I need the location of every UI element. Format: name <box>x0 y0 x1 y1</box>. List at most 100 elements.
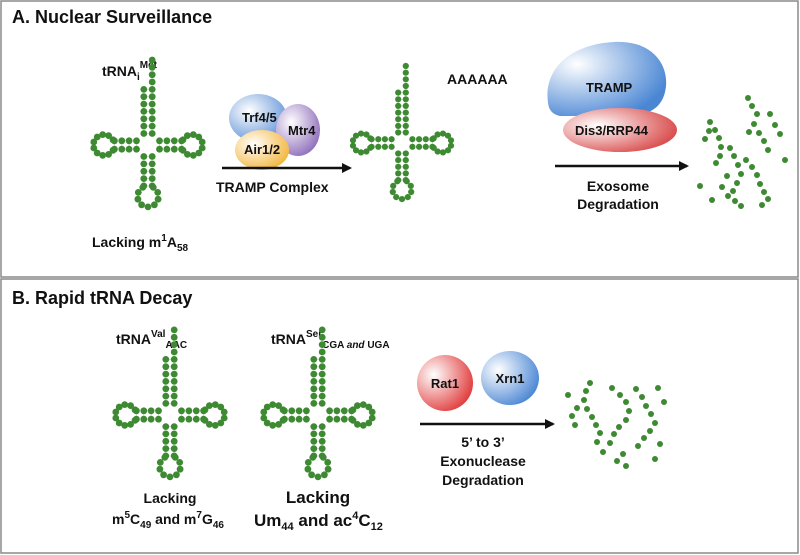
nucleotide-dot <box>402 170 409 177</box>
nucleotide-dot <box>402 157 409 164</box>
nucleotide-dot <box>162 392 170 400</box>
fragment-dot <box>661 399 667 405</box>
nucleotide-dot <box>155 415 162 423</box>
nucleotide-dot <box>395 157 402 164</box>
fragment-dot <box>657 441 663 447</box>
nucleotide-dot <box>349 406 357 414</box>
fragment-dot <box>583 388 589 394</box>
nucleotide-dot <box>365 403 373 411</box>
trna-ser-lacking-line1: Lacking <box>286 488 350 507</box>
nucleotide-dot <box>99 131 107 139</box>
nucleotide-dot <box>148 56 156 64</box>
fragment-dot <box>765 147 771 153</box>
fragment-dot <box>635 443 641 449</box>
nucleotide-dot <box>367 135 374 142</box>
nucleotide-dot <box>365 419 373 427</box>
exosome-complex-group: TRAMP Dis3/RRP44 <box>547 41 677 152</box>
nucleotide-dot <box>148 78 156 86</box>
nucleotide-dot <box>310 385 318 393</box>
nucleotide-dot <box>402 96 409 103</box>
fragment-dot <box>626 408 632 414</box>
nucleotide-dot <box>357 130 365 137</box>
nucleotide-dot <box>140 407 148 415</box>
nucleotide-dot <box>375 143 382 150</box>
fragment-dot <box>597 430 603 436</box>
nucleotide-dot <box>309 454 317 461</box>
nucleotide-dot <box>310 400 318 407</box>
nucleotide-dot <box>148 100 156 108</box>
nucleotide-dot <box>416 136 423 143</box>
nucleotide-dot <box>179 146 187 154</box>
nucleotide-dot <box>402 150 409 157</box>
nucleotide-dot <box>319 454 327 461</box>
nucleotide-dot <box>162 356 170 363</box>
nucleotide-dot <box>121 422 129 429</box>
nucleotide-dot <box>171 454 179 461</box>
nucleotide-dot <box>162 378 170 385</box>
nucleotide-dot <box>127 421 134 428</box>
fragment-dot <box>713 160 719 166</box>
rat1-label: Rat1 <box>431 376 459 391</box>
nucleotide-dot <box>162 437 170 445</box>
fragment-dot <box>745 95 751 101</box>
nucleotide-dot <box>140 122 148 130</box>
trna-ser-lacking-line2: Um44 and ac4C12 <box>254 510 383 533</box>
nucleotide-dot <box>90 138 98 146</box>
trf4-5-protein <box>229 94 287 142</box>
fragment-dot <box>782 157 788 163</box>
nucleotide-dot <box>133 137 140 145</box>
nucleotide-dot <box>310 378 318 385</box>
nucleotide-dot <box>139 184 147 191</box>
nucleotide-dot <box>148 175 156 183</box>
nucleotide-dot <box>402 89 409 96</box>
nucleotide-dot <box>140 100 148 108</box>
fragment-dot <box>746 129 752 135</box>
nucleotide-dot <box>447 137 455 144</box>
tramp-label: TRAMP <box>586 80 633 95</box>
nucleotide-dot <box>349 416 357 424</box>
panel-a-trna-label: tRNAiMet <box>102 60 158 83</box>
trna-polyadenylated <box>349 62 455 203</box>
nucleotide-dot <box>170 356 178 363</box>
nucleotide-dot <box>149 184 157 191</box>
fragment-dot <box>616 424 622 430</box>
fragment-dot <box>647 428 653 434</box>
nucleotide-dot <box>381 136 388 143</box>
nucleotide-dot <box>148 167 156 175</box>
nucleotide-dot <box>402 122 409 129</box>
nucleotide-dot <box>368 408 376 416</box>
fragment-dot <box>756 130 762 136</box>
nucleotide-dot <box>395 150 402 157</box>
nucleotide-dot <box>140 167 148 175</box>
fragment-dot <box>623 399 629 405</box>
nucleotide-dot <box>162 363 170 371</box>
nucleotide-dot <box>166 473 174 481</box>
nucleotide-dot <box>295 407 303 415</box>
mtr4-label: Mtr4 <box>288 123 316 138</box>
fragment-dot <box>572 422 578 428</box>
nucleotide-dot <box>375 136 382 143</box>
trna-val-structure <box>112 326 228 481</box>
nucleotide-dot <box>395 129 402 136</box>
nucleotide-dot <box>389 188 396 196</box>
fragment-dot <box>712 127 718 133</box>
nucleotide-dot <box>318 392 326 400</box>
fragment-dot <box>743 157 749 163</box>
nucleotide-dot <box>198 138 206 146</box>
nucleotide-dot <box>134 195 142 203</box>
nucleotide-dot <box>349 142 357 149</box>
nucleotide-dot <box>333 415 341 423</box>
nucleotide-dot <box>295 415 303 423</box>
nucleotide-dot <box>118 145 126 153</box>
nucleotide-dot <box>395 163 402 170</box>
nucleotide-dot <box>340 415 348 423</box>
fragment-dot <box>761 189 767 195</box>
exosome-step-label-line2: Degradation <box>577 196 659 212</box>
nucleotide-dot <box>115 419 123 427</box>
nucleotide-dot <box>133 145 140 153</box>
nucleotide-dot <box>163 145 171 153</box>
nucleotide-dot <box>310 445 318 452</box>
fragment-dot <box>614 458 620 464</box>
nucleotide-dot <box>434 148 441 155</box>
fragment-dot <box>738 203 744 209</box>
